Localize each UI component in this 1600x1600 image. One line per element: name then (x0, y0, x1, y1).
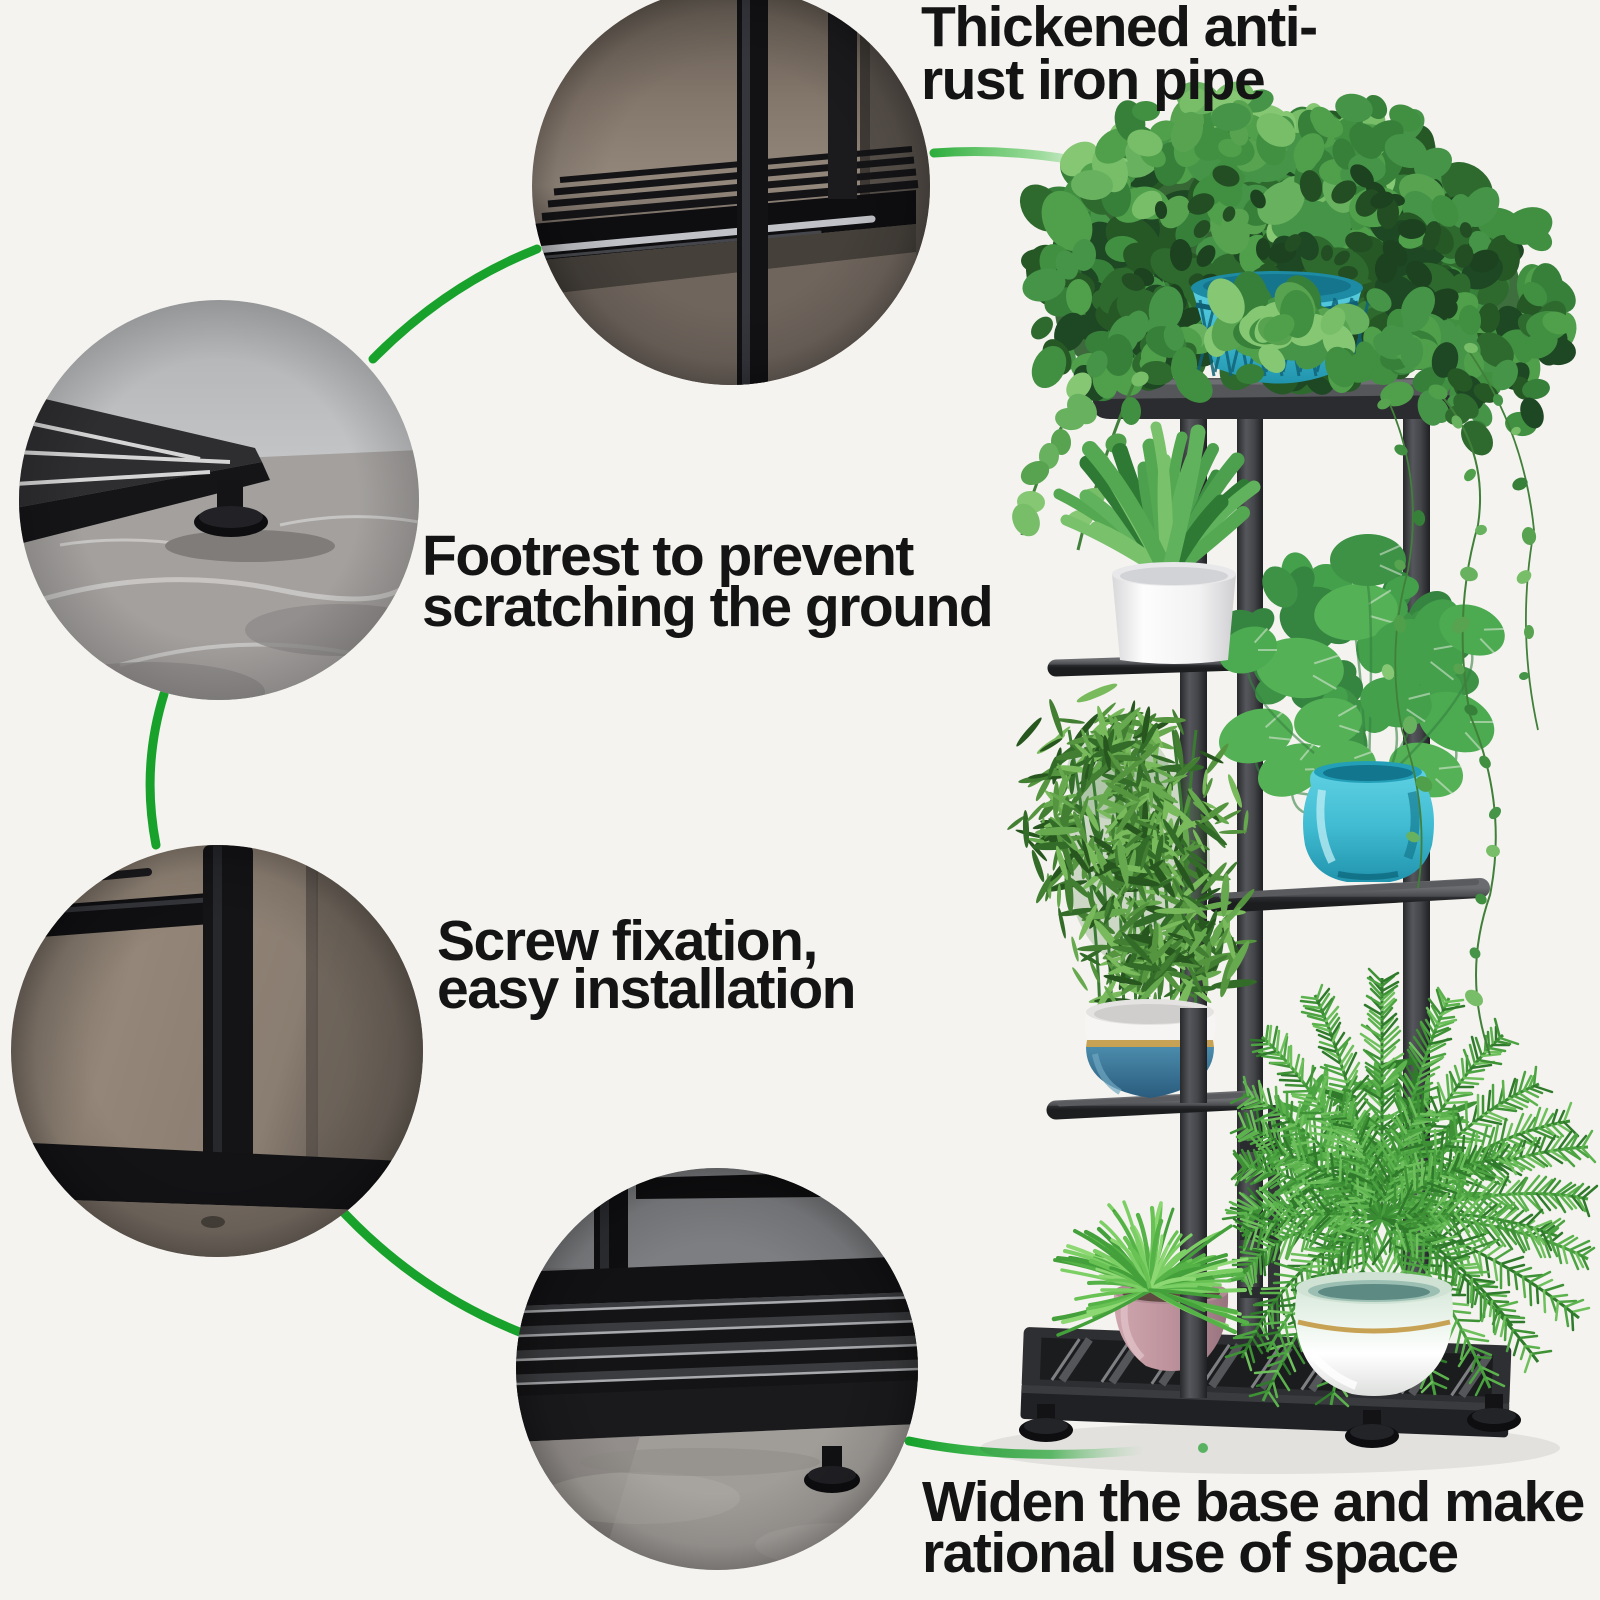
svg-text:rust iron pipe: rust iron pipe (921, 48, 1264, 112)
svg-text:Widen the base and make: Widen the base and make (922, 1470, 1584, 1534)
svg-text:rational use of space: rational use of space (922, 1521, 1458, 1585)
svg-text:Screw fixation,: Screw fixation, (437, 909, 817, 973)
svg-text:easy installation: easy installation (437, 957, 855, 1021)
svg-text:Thickened anti-: Thickened anti- (921, 0, 1317, 59)
svg-text:scratching the ground: scratching the ground (422, 575, 992, 639)
svg-text:Footrest to prevent: Footrest to prevent (422, 524, 914, 588)
